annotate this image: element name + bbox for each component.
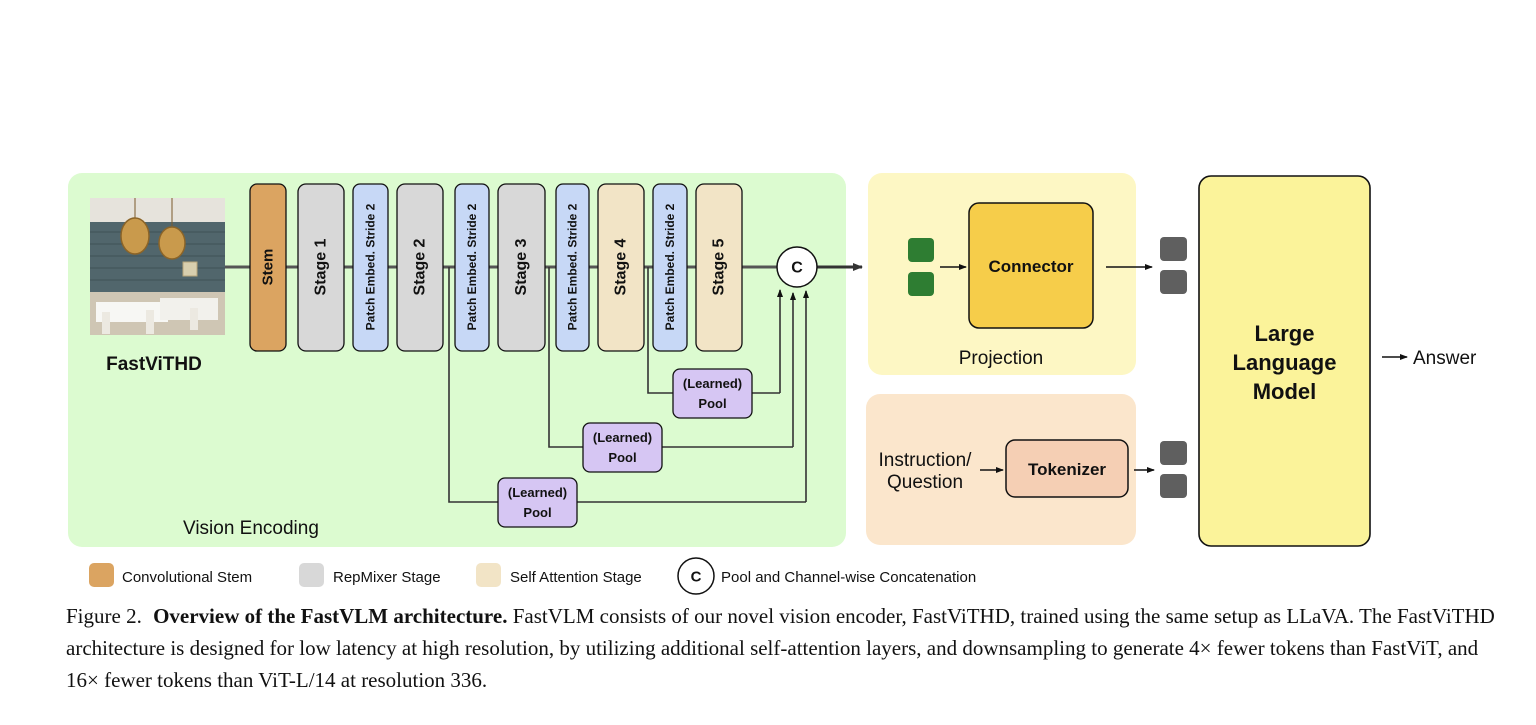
instruction-line2: Question <box>887 472 963 493</box>
patch-embed-4-block <box>652 183 688 352</box>
instruction-line1: Instruction/ <box>879 450 973 471</box>
llm-block <box>1198 175 1371 547</box>
stage-4-label: Stage 4 <box>613 238 630 295</box>
concat-node-label: C <box>791 260 803 277</box>
projection-label: Projection <box>959 348 1044 369</box>
caption-label: Figure 2. <box>66 604 142 628</box>
visual-token-2 <box>908 272 934 296</box>
pool-3-line1: (Learned) <box>508 485 567 500</box>
llm-line2: Language <box>1233 350 1337 375</box>
patch-embed-1-block <box>352 183 389 352</box>
legend-conv-stem-swatch <box>89 563 114 587</box>
patch-embed-1-label: Patch Embed. Stride 2 <box>364 203 378 330</box>
legend-conv-stem-label: Convolutional Stem <box>122 569 252 586</box>
learned-pool-2 <box>582 422 663 473</box>
stem-block <box>249 183 287 352</box>
patch-embed-4-label: Patch Embed. Stride 2 <box>663 203 677 330</box>
tokenizer-label: Tokenizer <box>1028 460 1106 479</box>
caption-text: FastVLM consists of our novel vision enc… <box>66 604 1495 692</box>
pool-2-line2: Pool <box>608 450 636 465</box>
pool-1-line2: Pool <box>698 396 726 411</box>
stage-4-block <box>597 183 645 352</box>
legend-concat-symbol: C <box>691 569 702 586</box>
connector-block <box>968 202 1094 329</box>
projected-token-2 <box>1160 270 1187 294</box>
pool-3-line2: Pool <box>523 505 551 520</box>
legend-concat-label: Pool and Channel-wise Concatenation <box>721 569 976 586</box>
answer-label: Answer <box>1413 348 1477 369</box>
tokenizer-block <box>1005 439 1129 498</box>
legend: Convolutional Stem RepMixer Stage Self A… <box>89 557 976 595</box>
legend-attention-label: Self Attention Stage <box>510 569 642 586</box>
patch-embed-2-label: Patch Embed. Stride 2 <box>465 203 479 330</box>
stage-3-label: Stage 3 <box>513 238 530 295</box>
stage-2-block <box>396 183 444 352</box>
text-token-1 <box>1160 441 1187 465</box>
concat-node <box>776 246 818 288</box>
input-image <box>90 198 225 335</box>
stage-5-label: Stage 5 <box>711 238 728 295</box>
pool-2-line1: (Learned) <box>593 430 652 445</box>
architecture-diagram: FastViTHD Stem Stage 1 Patch Embed. Stri… <box>68 173 1477 595</box>
legend-concat-icon <box>677 557 715 595</box>
projected-token-1 <box>1160 237 1187 261</box>
figure-caption: Figure 2. Overview of the FastVLM archit… <box>66 600 1496 696</box>
patch-embed-2-block <box>454 183 490 352</box>
learned-pool-1 <box>672 368 753 419</box>
llm-line1: Large <box>1255 321 1315 346</box>
pool-1-line1: (Learned) <box>683 376 742 391</box>
stage-3-block <box>497 183 546 352</box>
llm-line3: Model <box>1253 379 1317 404</box>
stage-5-block <box>695 183 743 352</box>
stage-1-block <box>297 183 345 352</box>
encoder-name: FastViTHD <box>106 354 202 375</box>
stage-1-label: Stage 1 <box>313 238 330 295</box>
visual-token-1 <box>908 238 934 262</box>
patch-embed-3-block <box>555 183 590 352</box>
stage-2-label: Stage 2 <box>412 238 429 295</box>
legend-repmixer-swatch <box>299 563 324 587</box>
patch-embed-3-label: Patch Embed. Stride 2 <box>566 203 580 330</box>
stem-label: Stem <box>260 249 277 286</box>
legend-repmixer-label: RepMixer Stage <box>333 569 441 586</box>
learned-pool-3 <box>497 477 578 528</box>
text-token-2 <box>1160 474 1187 498</box>
connector-label: Connector <box>989 257 1074 276</box>
vision-encoding-label: Vision Encoding <box>183 518 319 539</box>
legend-attention-swatch <box>476 563 501 587</box>
caption-title: Overview of the FastVLM architecture. <box>153 604 508 628</box>
